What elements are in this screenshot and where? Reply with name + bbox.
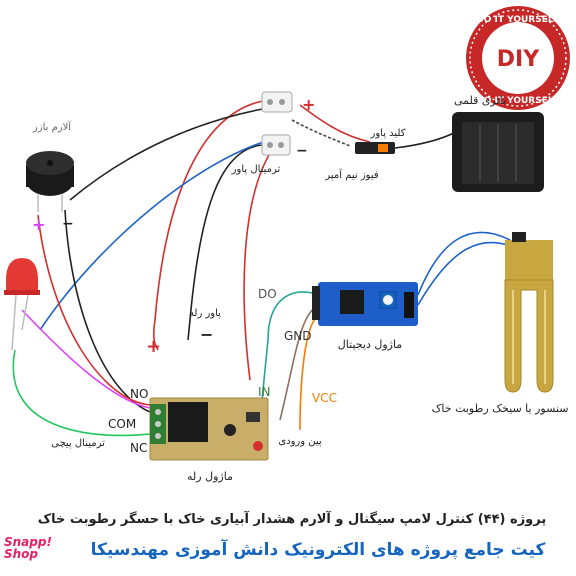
power-key-label: کلید پاور	[369, 128, 405, 139]
sensor-label: سنسور یا سیخک رطوبت خاک	[432, 402, 569, 415]
screw-terminal-label: ترمینال پیچی	[51, 438, 105, 449]
alarm-label: آلارم بازر	[32, 120, 72, 133]
input-pin-label: پین ورودی	[278, 436, 322, 447]
battery-holder	[452, 112, 544, 192]
badge-center: DIY	[497, 47, 540, 72]
power-terminal-label: ترمینال پاور	[231, 164, 281, 175]
logo-line2: Shop	[4, 547, 39, 561]
red-led	[4, 258, 40, 351]
buzzer-plus: +	[32, 215, 45, 234]
no-label: NO	[130, 387, 148, 401]
soil-moisture-sensor	[504, 232, 554, 393]
digital-module	[312, 282, 418, 326]
do-label: DO	[258, 287, 277, 301]
power-terminal	[261, 91, 293, 156]
relay-minus: −	[200, 325, 213, 344]
footer-subtitle: کیت جامع پروژه های الکترونیک دانش آموزی …	[90, 540, 546, 560]
badge-top: DO IT YOURSELF	[476, 15, 559, 25]
gnd-label: GND	[284, 329, 312, 343]
wires	[12, 99, 521, 437]
logo-line1: Snapp!	[4, 535, 52, 549]
footer-title: پروژه (۴۴) کنترل لامپ سیگنال و آلارم هشد…	[37, 512, 547, 527]
buzzer-minus: −	[62, 216, 74, 232]
power-switch	[355, 142, 395, 154]
snappshop-logo: Snapp! Shop	[4, 536, 52, 560]
terminal-plus: +	[302, 95, 315, 114]
relay-module-label: ماژول رله	[187, 470, 233, 483]
vcc-label: VCC	[312, 391, 337, 405]
badge-bottom: DO IT YOURSELF	[476, 96, 559, 106]
fuse-label: فیوز نیم آمپر	[324, 168, 378, 181]
com-label: COM	[108, 417, 136, 431]
in-label: IN	[258, 385, 271, 399]
relay-power-label: پاور رله	[189, 308, 221, 319]
nc-label: NC	[130, 441, 147, 455]
relay-plus: +	[146, 336, 161, 357]
terminal-minus: −	[296, 143, 308, 159]
buzzer	[26, 151, 74, 212]
diy-badge: DIY DO IT YOURSELF DO IT YOURSELF	[466, 6, 570, 110]
digital-module-label: ماژول دیجیتال	[338, 338, 403, 351]
relay-module	[149, 397, 269, 461]
battery-label: باتری قلمی	[454, 94, 506, 107]
